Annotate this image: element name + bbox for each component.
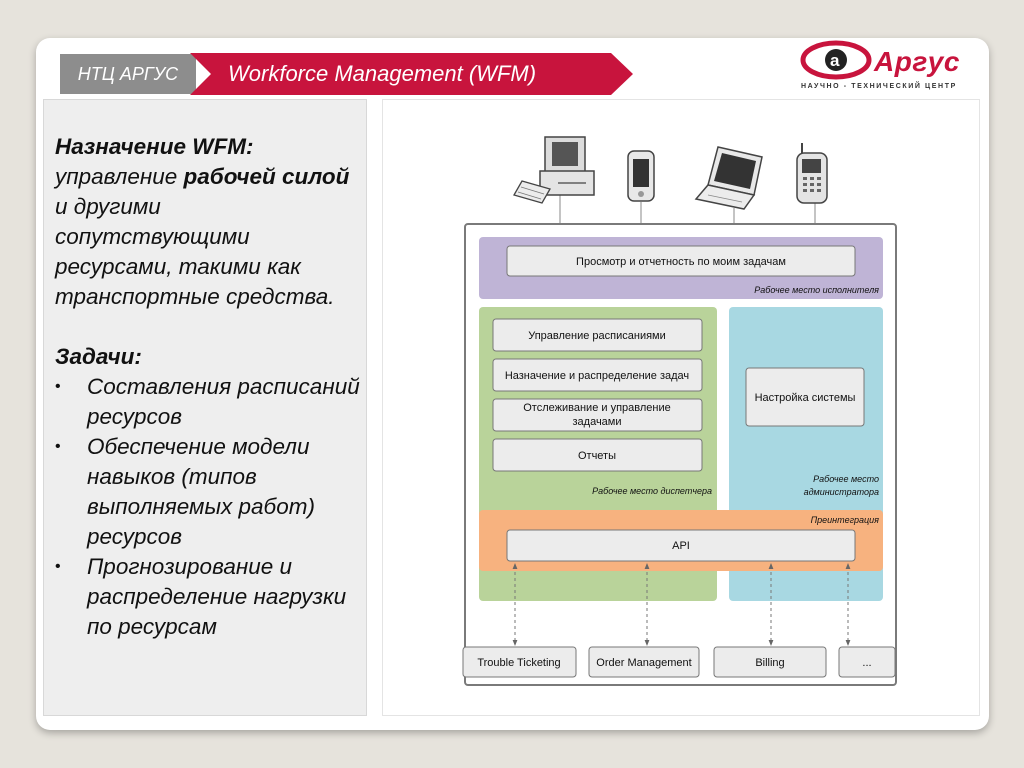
bullet-icon: • bbox=[55, 438, 61, 455]
list-item: •Обеспечение модели навыков (типов выпол… bbox=[55, 434, 315, 549]
purpose-text-2: и другими сопутствующими ресурсами, таки… bbox=[55, 194, 335, 309]
bullet-icon: • bbox=[55, 378, 61, 395]
architecture-diagram: Просмотр и отчетность по моим задачам Ра… bbox=[462, 136, 897, 686]
purpose-heading: Назначение WFM: bbox=[55, 134, 254, 159]
argus-logo-icon: a bbox=[800, 40, 872, 80]
task-assignment-label: Назначение и распределение задач bbox=[505, 370, 689, 382]
task-assignment-box bbox=[492, 358, 703, 392]
task-tracking-label-2: задачами bbox=[572, 416, 621, 428]
api-box bbox=[506, 529, 856, 562]
reports-box bbox=[492, 438, 703, 472]
system-settings-label: Настройка системы bbox=[755, 392, 856, 404]
billing-label: Billing bbox=[755, 657, 784, 669]
bullet-icon: • bbox=[55, 558, 61, 575]
purpose-paragraph: Назначение WFM: управление рабочей силой… bbox=[55, 132, 360, 312]
dispatcher-caption: Рабочее место диспетчера bbox=[592, 486, 712, 496]
preintegration-caption: Преинтеграция bbox=[811, 515, 880, 525]
purpose-text-bold: рабочей силой bbox=[183, 164, 350, 189]
svg-text:a: a bbox=[830, 51, 840, 70]
admin-caption-2: администратора bbox=[804, 487, 879, 497]
executor-caption: Рабочее место исполнителя bbox=[754, 285, 879, 295]
list-item: •Составления расписаний ресурсов bbox=[55, 374, 360, 429]
left-text: Назначение WFM: управление рабочей силой… bbox=[55, 132, 360, 642]
order-management-box bbox=[588, 646, 700, 678]
logo-subtitle: НАУЧНО - ТЕХНИЧЕСКИЙ ЦЕНТР bbox=[801, 83, 957, 90]
other-systems-box bbox=[838, 646, 896, 678]
logo-name: Аргус bbox=[874, 46, 960, 77]
trouble-ticketing-label: Trouble Ticketing bbox=[477, 657, 560, 669]
company-label: НТЦ АРГУС bbox=[60, 54, 196, 94]
system-settings-box bbox=[745, 367, 865, 427]
desktop-computer-icon bbox=[513, 136, 595, 204]
executor-box bbox=[506, 245, 856, 277]
slide-title: Workforce Management (WFM) bbox=[190, 53, 633, 95]
list-item: •Прогнозирование и распределение нагрузк… bbox=[55, 554, 347, 639]
schedule-management-label: Управление расписаниями bbox=[528, 330, 666, 342]
executor-box-label: Просмотр и отчетность по моим задачам bbox=[576, 256, 786, 268]
schedule-management-box bbox=[492, 318, 703, 352]
billing-box bbox=[713, 646, 827, 678]
tasks-list: •Составления расписаний ресурсов •Обеспе… bbox=[55, 372, 360, 642]
purpose-text-1: управление bbox=[55, 164, 184, 189]
pda-icon bbox=[627, 150, 655, 202]
left-panel bbox=[43, 99, 367, 716]
tasks-heading: Задачи: bbox=[55, 344, 142, 369]
order-management-label: Order Management bbox=[596, 657, 691, 669]
api-label: API bbox=[672, 540, 690, 552]
task-tracking-box bbox=[492, 398, 703, 432]
other-systems-label: ... bbox=[862, 657, 871, 669]
mobile-phone-icon bbox=[796, 143, 828, 204]
admin-caption-1: Рабочее место bbox=[813, 474, 879, 484]
task-tracking-label-1: Отслеживание и управление bbox=[523, 402, 670, 414]
reports-label: Отчеты bbox=[578, 450, 616, 462]
trouble-ticketing-box bbox=[462, 646, 577, 678]
laptop-icon bbox=[694, 146, 763, 210]
